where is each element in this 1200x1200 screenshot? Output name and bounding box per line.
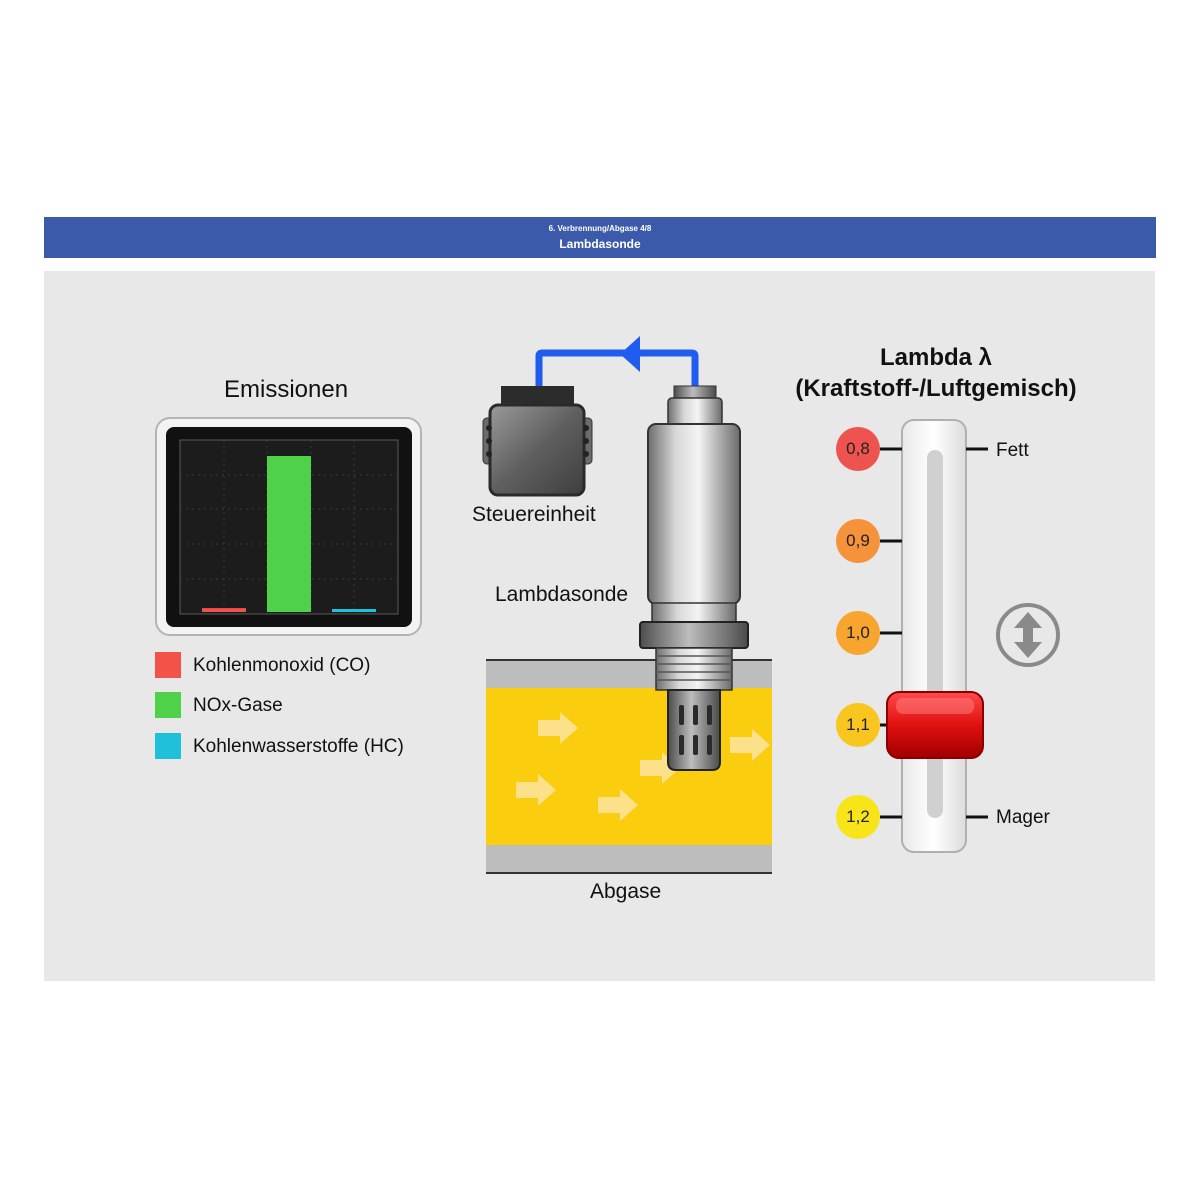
emissions-monitor [155,417,422,636]
rich-label: Fett [996,440,1029,461]
exhaust-label: Abgase [590,880,662,903]
scale-value-1-1: 1,1 [836,703,880,747]
control-unit [482,386,593,497]
title-bar: 6. Verbrennung/Abgase 4/8 Lambdasonde [44,217,1156,258]
legend-swatch-co [155,652,181,678]
signal-arrow-icon [620,336,640,372]
sensor-label: Lambdasonde [495,583,629,606]
scale-ticks [880,447,988,819]
emissions-title: Emissionen [224,376,349,403]
legend-swatch-hc [155,733,181,759]
exhaust-pipe [486,659,772,874]
scale-value-0-9: 0,9 [836,519,880,563]
lambda-sensor [639,385,749,771]
lambda-slider-track [901,419,967,853]
legend-label-hc: Kohlenwasserstoffe (HC) [193,736,404,757]
signal-cable [535,349,699,392]
bar-co [202,608,246,612]
lambda-slider-knob[interactable] [886,691,984,759]
lean-label: Mager [996,807,1050,828]
legend-swatch-nox [155,692,181,718]
scale-value-0-8: 0,8 [836,427,880,471]
chart-bars [202,456,376,612]
flow-arrows [516,712,770,821]
bar-hc [332,609,376,612]
lambda-title: Lambda λ (Kraftstoff-/Luftgemisch) [795,344,1077,402]
control-unit-label: Steuereinheit [472,503,596,526]
scale-value-1-0: 1,0 [836,611,880,655]
legend-label-co: Kohlenmonoxid (CO) [193,655,371,676]
bar-nox [267,456,311,612]
page-title: Lambdasonde [559,237,641,251]
section-label: 6. Verbrennung/Abgase 4/8 [548,224,652,233]
up-down-arrow-icon [996,603,1060,667]
scale-value-1-2: 1,2 [836,795,880,839]
legend-label-nox: NOx-Gase [193,695,283,716]
